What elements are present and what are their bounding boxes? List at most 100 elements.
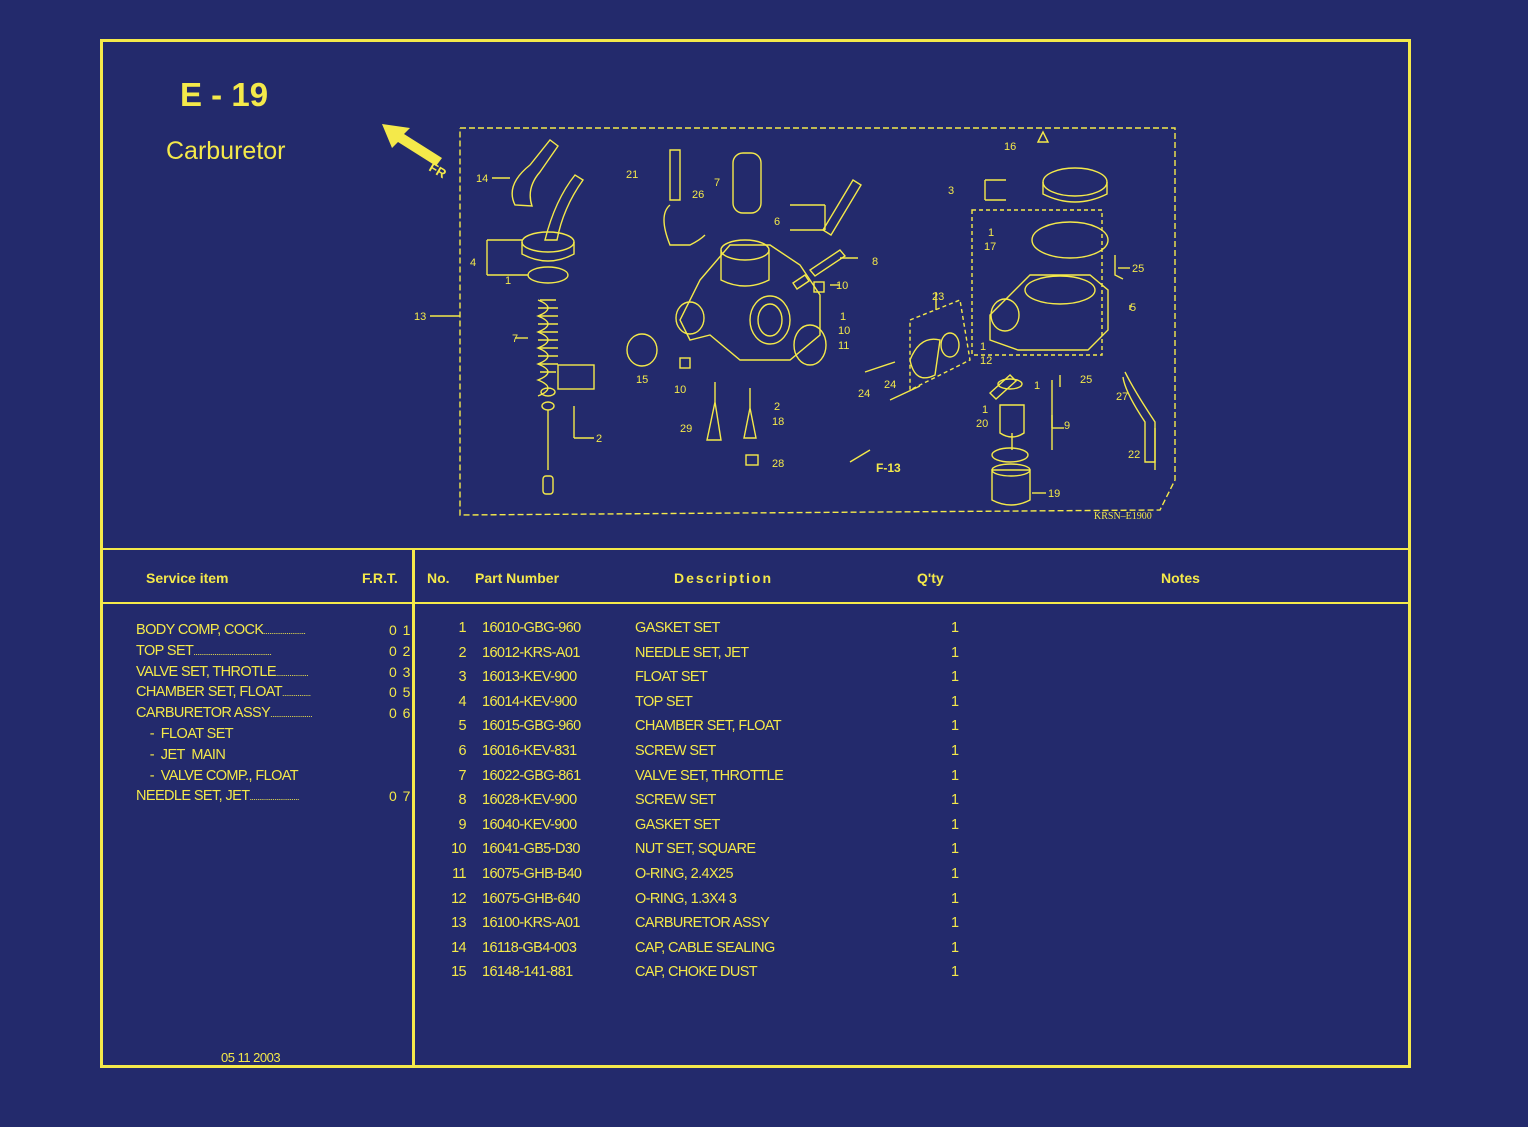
part-no: 14	[451, 939, 467, 956]
part-description: CAP, CHOKE DUST	[635, 964, 758, 981]
svg-text:7: 7	[512, 333, 518, 345]
svg-text:10: 10	[836, 280, 848, 292]
diagram-ref: KRSN–E1900	[1094, 511, 1152, 522]
part-number: 16075-GHB-B40	[482, 866, 582, 882]
leader-dots: ......................	[263, 626, 306, 636]
part-description: SCREW SET	[635, 743, 716, 759]
svg-text:1: 1	[840, 311, 846, 323]
svg-text:24: 24	[884, 379, 896, 391]
part-qty: 1	[951, 792, 959, 809]
service-item-frt: 0 2	[389, 642, 412, 659]
svg-text:26: 26	[692, 189, 704, 201]
svg-text:17: 17	[984, 241, 996, 253]
service-item-row: CARBURETOR ASSY......................	[136, 705, 313, 721]
part-description: NEEDLE SET, JET	[635, 644, 749, 661]
leader-dots: ...............	[282, 688, 311, 699]
part-description: FLOAT SET	[635, 669, 708, 686]
svg-text:9: 9	[1064, 420, 1070, 432]
svg-text:2: 2	[774, 401, 780, 413]
svg-text:2: 2	[596, 433, 602, 445]
page-code: E - 19	[180, 76, 269, 113]
part-qty: 1	[951, 964, 959, 981]
date-stamp: 05 11 2003	[221, 1050, 281, 1065]
svg-text:28: 28	[772, 458, 784, 470]
page-frame	[100, 39, 1411, 1068]
svg-text:8: 8	[872, 256, 878, 268]
part-no: 9	[458, 816, 467, 833]
part-number: 16022-GBG-861	[482, 767, 581, 784]
svg-text:27: 27	[1116, 391, 1128, 403]
service-item-label: CHAMBER SET, FLOAT	[136, 684, 283, 701]
leader-dots: ........................................…	[193, 646, 272, 657]
svg-text:7: 7	[714, 177, 720, 189]
part-qty: 1	[951, 767, 959, 784]
part-no: 1	[458, 620, 467, 636]
figure-ref: F-13	[876, 461, 901, 475]
service-item-row: - JET MAIN	[136, 746, 226, 763]
service-item-label: - JET MAIN	[136, 746, 226, 763]
service-item-row: - FLOAT SET	[136, 726, 234, 742]
part-no: 13	[451, 915, 467, 932]
part-number: 16148-141-881	[482, 964, 573, 981]
svg-text:23: 23	[932, 291, 944, 303]
part-number: 16016-KEV-831	[482, 743, 577, 759]
service-item-header: Service item	[146, 570, 229, 586]
part-no: 11	[452, 866, 466, 882]
service-item-label: - VALVE COMP., FLOAT	[136, 767, 299, 784]
notes-header: Notes	[1161, 570, 1200, 586]
service-item-label: - FLOAT SET	[136, 726, 234, 742]
part-number: 16010-GBG-960	[482, 620, 581, 636]
part-qty: 1	[951, 644, 959, 661]
svg-text:10: 10	[838, 325, 850, 337]
svg-text:1: 1	[988, 227, 994, 239]
svg-text:4: 4	[470, 257, 476, 269]
part-number: 16013-KEV-900	[482, 669, 577, 686]
service-item-frt: 0 5	[389, 684, 412, 701]
part-no: 2	[458, 644, 467, 661]
part-no: 15	[451, 964, 467, 981]
part-no: 7	[458, 767, 467, 784]
divider-vertical	[412, 549, 415, 1068]
svg-text:14: 14	[476, 173, 488, 185]
service-item-frt: 0 6	[389, 705, 412, 722]
part-no: 5	[458, 718, 467, 735]
part-qty: 1	[951, 816, 959, 833]
part-description: NUT SET, SQUARE	[635, 841, 756, 858]
part-qty: 1	[951, 669, 959, 686]
part-qty: 1	[951, 915, 959, 932]
svg-text:13: 13	[414, 311, 426, 323]
part-qty: 1	[951, 841, 959, 858]
description-header: Description	[674, 570, 774, 586]
float-chamber-drawing	[849, 130, 1156, 506]
part-description: GASKET SET	[635, 620, 720, 636]
svg-text:21: 21	[626, 169, 638, 181]
part-no: 4	[458, 693, 467, 710]
service-item-frt: 0 7	[389, 788, 412, 805]
part-number-header: Part Number	[475, 570, 560, 586]
throttle-assembly-drawing	[430, 139, 595, 495]
svg-text:29: 29	[680, 423, 692, 435]
svg-text:10: 10	[674, 384, 686, 396]
service-item-frt: 0 3	[389, 663, 412, 680]
part-description: VALVE SET, THROTTLE	[635, 767, 784, 784]
svg-text:1: 1	[505, 275, 511, 287]
svg-text:25: 25	[1132, 263, 1144, 275]
part-qty: 1	[951, 620, 959, 636]
svg-text:6: 6	[774, 216, 780, 228]
part-description: GASKET SET	[635, 816, 720, 833]
svg-text:11: 11	[838, 340, 849, 352]
part-no: 8	[458, 792, 467, 809]
service-item-row: TOP SET.................................…	[136, 643, 272, 659]
svg-text:22: 22	[1128, 449, 1140, 461]
svg-text:3: 3	[948, 185, 954, 197]
svg-text:20: 20	[976, 418, 988, 430]
part-description: CAP, CABLE SEALING	[635, 939, 775, 956]
carburetor-body-drawing	[626, 149, 862, 466]
leader-dots: ..........................	[249, 792, 299, 803]
svg-text:12: 12	[980, 355, 992, 367]
part-number: 16012-KRS-A01	[482, 644, 580, 661]
service-item-frt: 0 1	[389, 622, 412, 638]
part-qty: 1	[951, 939, 959, 956]
